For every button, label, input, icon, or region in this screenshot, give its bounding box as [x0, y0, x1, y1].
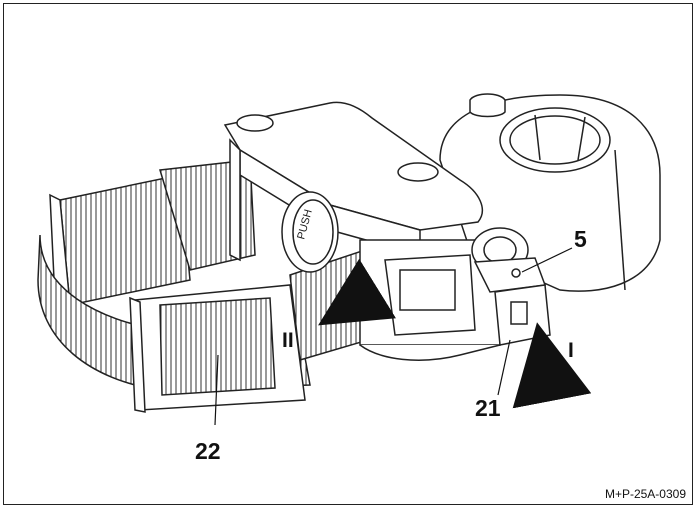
- callout-5: 5: [574, 226, 587, 252]
- callout-21: 21: [475, 395, 501, 421]
- release-catch-21: [494, 284, 551, 346]
- arrow-step-2: [318, 258, 397, 326]
- strap-back: [49, 159, 256, 307]
- callout-step-1: I: [568, 339, 574, 362]
- callout-step-2: II: [282, 329, 294, 352]
- leader-line-21: [497, 339, 511, 396]
- clamp-lever: [223, 101, 483, 262]
- leader-line-22: [214, 354, 219, 426]
- callout-22: 22: [195, 438, 221, 464]
- push-button: PUSH: [281, 191, 339, 273]
- arrow-step-1: [512, 322, 592, 409]
- leader-line-5: [521, 247, 573, 273]
- strap-buckle-22: [129, 284, 306, 413]
- reference-code: M+P-25A-0309: [604, 487, 686, 501]
